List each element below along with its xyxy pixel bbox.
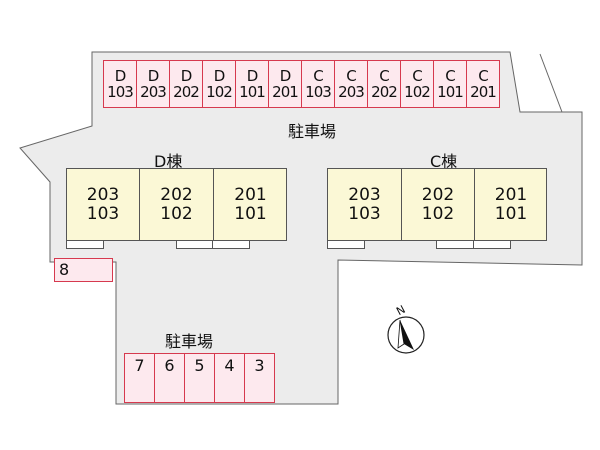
site-lot [19, 51, 583, 405]
parking-slot-building: D [180, 67, 193, 85]
parking-slot-building: D [213, 67, 226, 85]
parking-slot-6: 6 [154, 353, 185, 403]
building-c: 203 103 202 102 201 101 [327, 168, 547, 241]
unit-c-203: 203 [348, 185, 381, 205]
parking-slot-building: C [478, 67, 489, 85]
bottom-parking-label: 駐車場 [165, 332, 214, 351]
parking-slot-unit: 202 [371, 83, 398, 101]
balcony [473, 240, 511, 249]
building-d: 203 103 202 102 201 101 [66, 168, 287, 241]
parking-slot-building: D [114, 67, 127, 85]
unit-d-102: 102 [160, 204, 193, 224]
parking-slot-label: 4 [224, 356, 235, 375]
parking-slot-label: 8 [59, 260, 70, 279]
parking-slot-4: 4 [214, 353, 245, 403]
parking-slot-label: 5 [194, 356, 205, 375]
parking-slot-unit: 103 [305, 83, 332, 101]
parking-slot-unit: 102 [206, 83, 233, 101]
unit-c-col1: 203 103 [328, 169, 401, 241]
parking-slot-8: 8 [54, 258, 113, 282]
parking-slot-building: C [412, 67, 423, 85]
parking-slot-building: D [279, 67, 292, 85]
unit-c-col3: 201 101 [474, 169, 547, 241]
parking-slot-unit: 101 [437, 83, 464, 101]
balcony [327, 240, 365, 249]
unit-d-101: 101 [234, 204, 267, 224]
balcony [66, 240, 104, 249]
unit-c-202: 202 [421, 185, 455, 205]
unit-d-col3: 201 101 [213, 169, 287, 241]
unit-c-201: 201 [494, 185, 528, 205]
unit-d-103: 103 [86, 204, 120, 224]
unit-c-101: 101 [494, 204, 528, 224]
unit-d-201: 201 [234, 185, 267, 205]
compass-north-icon [400, 320, 414, 350]
building-c-label: C棟 [430, 152, 458, 171]
parking-slot-building: C [346, 67, 357, 85]
balcony [176, 240, 214, 249]
unit-d-col2: 202 102 [139, 169, 213, 241]
unit-c-col2: 202 102 [401, 169, 474, 241]
unit-d-203: 203 [86, 185, 120, 205]
parking-slot-5: 5 [184, 353, 215, 403]
compass: N [387, 303, 425, 354]
parking-slot-7: 7 [124, 353, 155, 403]
parking-slot-label: 7 [134, 356, 145, 375]
compass-south-icon [397, 319, 405, 349]
parking-slot-unit: 201 [272, 83, 299, 101]
parking-slot-unit: 203 [338, 83, 365, 101]
parking-slot-building: D [246, 67, 259, 85]
boundary-line [539, 53, 563, 113]
parking-slot-unit: 103 [107, 83, 134, 101]
unit-c-103: 103 [348, 204, 381, 224]
parking-slot-building: D [147, 67, 160, 85]
parking-slot-unit: 203 [140, 83, 167, 101]
parking-slot-unit: 202 [173, 83, 200, 101]
building-d-label: D棟 [154, 152, 183, 171]
balcony [212, 240, 250, 249]
compass-label: N [394, 303, 407, 318]
balcony [436, 240, 474, 249]
parking-slot-unit: 101 [239, 83, 266, 101]
parking-slot-unit: 201 [470, 83, 497, 101]
parking-slot-3: 3 [244, 353, 275, 403]
unit-d-202: 202 [160, 185, 193, 205]
parking-slot-building: C [313, 67, 324, 85]
parking-slot-label: 3 [254, 356, 265, 375]
parking-slot-label: 6 [164, 356, 175, 375]
parking-slot-building: C [445, 67, 456, 85]
parking-slot-unit: 102 [404, 83, 431, 101]
unit-d-col1: 203 103 [67, 169, 139, 241]
parking-slot-building: C [379, 67, 390, 85]
unit-c-102: 102 [421, 204, 455, 224]
top-parking-label: 駐車場 [288, 122, 337, 141]
